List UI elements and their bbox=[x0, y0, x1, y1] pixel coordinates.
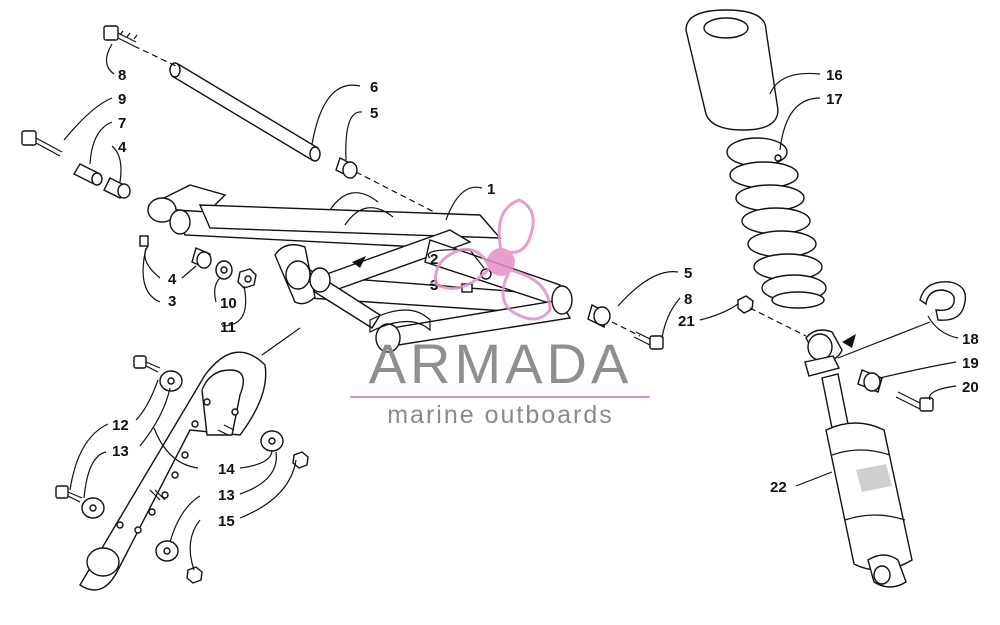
callout-3: 3 bbox=[168, 293, 176, 310]
part-clip-18 bbox=[919, 281, 967, 321]
part-bushing-19 bbox=[857, 369, 883, 393]
callout-6: 6 bbox=[370, 79, 378, 96]
callout-21: 21 bbox=[678, 313, 695, 330]
callout-19: 19 bbox=[962, 355, 979, 372]
callout-7: 7 bbox=[118, 115, 126, 132]
part-bushing-7 bbox=[73, 163, 103, 186]
callout-8: 8 bbox=[118, 67, 126, 84]
callout-16: 16 bbox=[826, 67, 843, 84]
callout-2: 2 bbox=[430, 251, 438, 268]
leader-lines bbox=[63, 43, 959, 571]
callout-labels: 1 2 3 3 4 4 5 5 6 7 8 8 9 10 11 12 13 13… bbox=[112, 67, 979, 530]
part-bolt-9 bbox=[21, 130, 63, 157]
callout-18: 18 bbox=[962, 331, 979, 348]
callout-20: 20 bbox=[962, 379, 979, 396]
callout-10: 10 bbox=[220, 295, 237, 312]
part-bolt-8-top bbox=[103, 25, 138, 47]
part-bushing-4-lower bbox=[191, 247, 212, 269]
part-nut-11 bbox=[237, 268, 257, 289]
part-spring-17 bbox=[726, 137, 827, 309]
callout-1: 1 bbox=[487, 181, 495, 198]
part-bolt-12-top bbox=[133, 355, 161, 373]
callout-15: 15 bbox=[218, 513, 235, 530]
part-boot-16 bbox=[685, 9, 779, 131]
callout-5: 5 bbox=[370, 105, 378, 122]
part-bushing-21 bbox=[737, 295, 754, 314]
part-bolt-20 bbox=[895, 391, 934, 412]
callout-13: 13 bbox=[218, 487, 235, 504]
callout-3: 3 bbox=[430, 277, 438, 294]
callout-17: 17 bbox=[826, 91, 843, 108]
part-shock-22 bbox=[804, 329, 913, 588]
callout-8: 8 bbox=[684, 291, 692, 308]
callout-12: 12 bbox=[112, 417, 129, 434]
callout-5: 5 bbox=[684, 265, 692, 282]
part-shaft-6 bbox=[169, 62, 321, 162]
part-bolt-12-lower bbox=[55, 485, 83, 503]
part-washer-13-right bbox=[155, 430, 284, 562]
part-washer-10 bbox=[215, 260, 233, 280]
part-washer-13-lower bbox=[81, 497, 105, 519]
part-nut-15 bbox=[186, 451, 309, 584]
part-bushing-5-right bbox=[587, 303, 611, 329]
callout-14: 14 bbox=[218, 461, 235, 478]
propeller-icon bbox=[434, 198, 552, 321]
callout-22: 22 bbox=[770, 479, 787, 496]
callout-4: 4 bbox=[168, 271, 177, 288]
part-washer-13-top bbox=[159, 370, 183, 392]
callout-13: 13 bbox=[112, 443, 129, 460]
callout-11: 11 bbox=[220, 319, 236, 336]
callout-9: 9 bbox=[118, 91, 126, 108]
part-bushing-5-top bbox=[335, 157, 358, 179]
part-strap-14 bbox=[79, 351, 267, 591]
part-bolt-8-right bbox=[633, 331, 664, 350]
callout-4: 4 bbox=[118, 139, 127, 156]
part-bushing-4-top bbox=[103, 177, 131, 199]
